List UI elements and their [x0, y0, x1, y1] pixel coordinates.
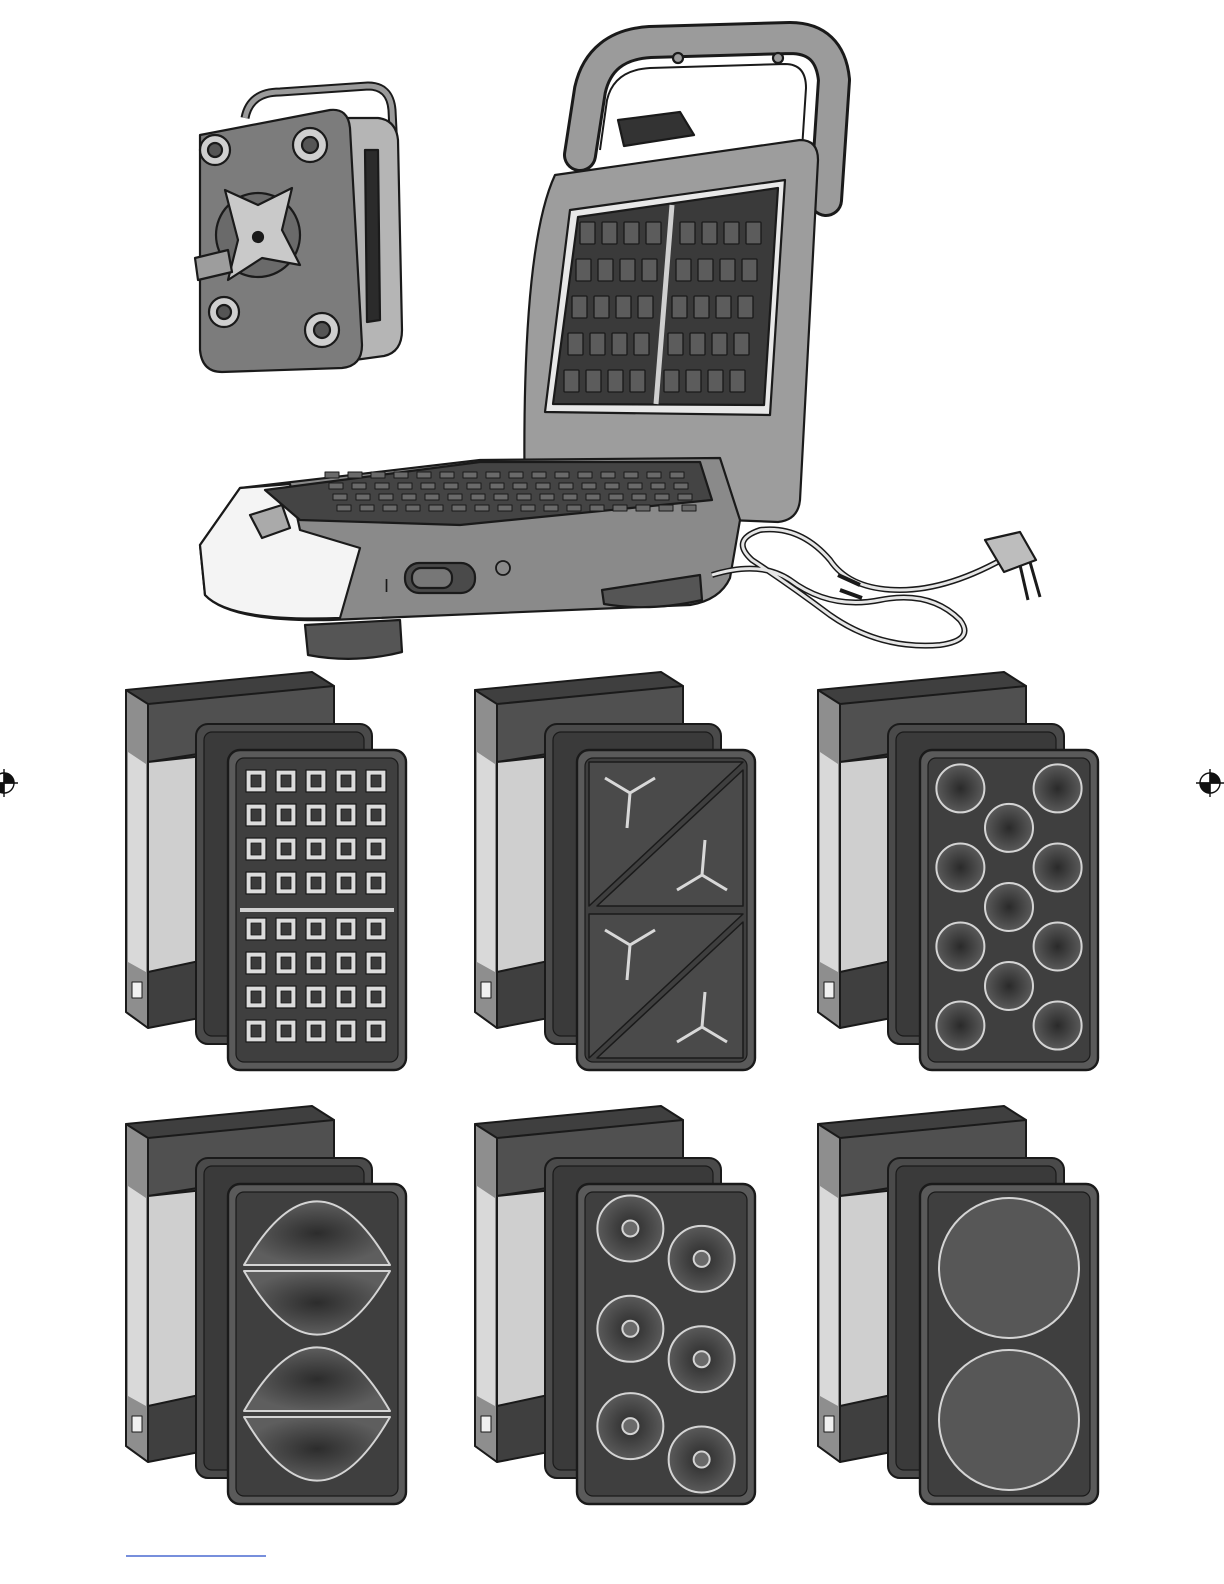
waffle-plate-icon — [126, 672, 406, 1070]
sandwich-plate-icon — [475, 672, 755, 1070]
registration-mark-left-icon — [0, 769, 18, 797]
mini-cake-plate-icon — [818, 672, 1098, 1070]
plate-sets — [126, 672, 1098, 1504]
appliance-underside-icon — [195, 86, 402, 372]
half-oval-plate-icon — [126, 1106, 406, 1504]
pancake-plate-icon — [818, 1106, 1098, 1504]
donut-plate-icon — [475, 1106, 755, 1504]
registration-mark-right-icon — [1196, 769, 1224, 797]
switch-on-label: I — [384, 576, 389, 596]
